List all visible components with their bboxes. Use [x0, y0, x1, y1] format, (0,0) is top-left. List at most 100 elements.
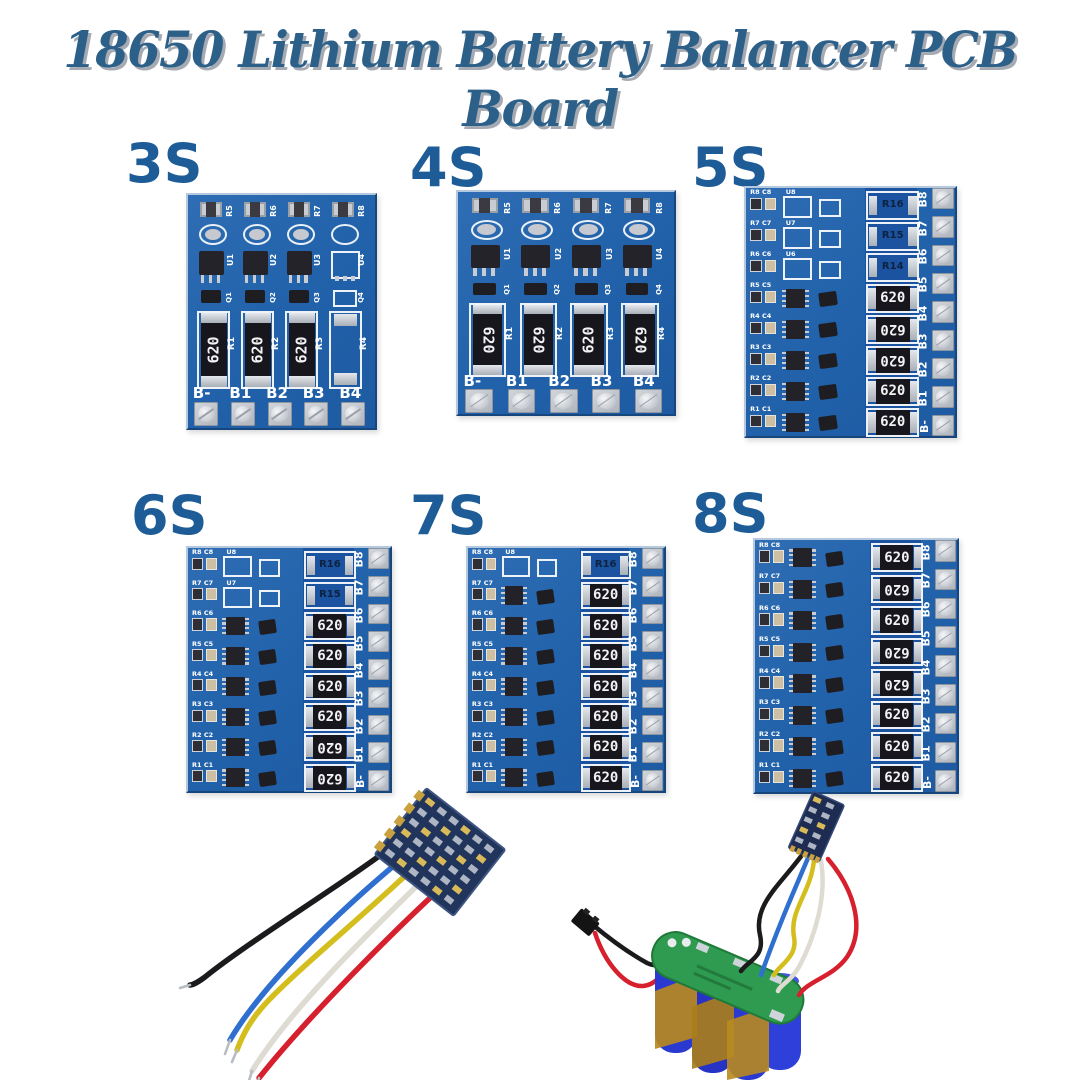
chip-capacitor — [485, 557, 497, 570]
terminal: B1 — [227, 386, 264, 428]
terminal: B3 — [300, 386, 337, 428]
ic-leg — [643, 268, 648, 276]
designator: Q2 — [553, 284, 562, 296]
chip-resistor — [471, 770, 483, 783]
capacitor-footprint — [242, 224, 272, 246]
chip-capacitor — [773, 644, 785, 658]
terminal-label: B1 — [505, 372, 528, 391]
designator: R8 C8 — [471, 548, 493, 557]
terminal-pad — [642, 603, 664, 625]
chip-resistor — [192, 618, 204, 631]
power-resistor-footprint: 620 — [580, 733, 631, 762]
power-resistor: 620 — [313, 705, 347, 729]
power-resistor: 620 — [880, 608, 914, 633]
chip-resistor — [750, 290, 762, 304]
designator: R2 C2 — [750, 374, 772, 383]
chip-resistor — [471, 557, 483, 570]
empty-footprint-label: R15 — [319, 589, 341, 601]
chip-resistor — [759, 739, 771, 752]
terminal-pad — [934, 655, 956, 677]
terminal: B2 — [545, 374, 587, 414]
terminal-pad — [340, 401, 366, 427]
terminal-pad — [932, 329, 954, 351]
chip-capacitor — [764, 290, 777, 304]
power-resistor-footprint: 620 — [570, 302, 608, 377]
terminal-pad — [932, 244, 954, 266]
terminal-pad — [932, 216, 954, 238]
designator: U8 — [785, 188, 796, 197]
terminal-label: B- — [917, 420, 931, 434]
transistor — [824, 707, 844, 725]
designator: R3 C3 — [759, 698, 781, 706]
designator: R5 C5 — [471, 639, 493, 648]
terminal-pad — [304, 401, 329, 427]
chip-capacitor — [485, 709, 497, 722]
balancer-ic — [501, 677, 527, 696]
designator: R7 C7 — [471, 578, 493, 587]
balancer-ic — [789, 768, 816, 788]
transistor — [535, 649, 555, 665]
empty-footprint-label: R16 — [319, 559, 341, 571]
resistor-value: 620 — [248, 336, 267, 364]
power-resistor: 620 — [880, 576, 914, 602]
chip-resistor — [759, 644, 771, 658]
board-label-8s: 8S — [692, 482, 769, 545]
power-resistor: 620 — [589, 674, 622, 699]
designator: R4 — [358, 337, 369, 351]
ic-leg — [592, 268, 597, 276]
power-resistor: 620 — [880, 639, 914, 665]
designator: U7 — [785, 219, 796, 228]
designator: Q1 — [502, 284, 511, 296]
chip-resistor — [471, 618, 483, 631]
designator: R6 — [553, 201, 563, 214]
resistor-value: 620 — [593, 587, 619, 604]
power-resistor-footprint: 620 — [304, 733, 356, 762]
ic-leg — [574, 268, 579, 276]
ic-leg — [523, 268, 528, 276]
power-resistor: 620 — [313, 765, 347, 790]
ic-footprint — [782, 196, 812, 218]
transistor — [473, 282, 496, 296]
power-resistor-footprint: 620 — [580, 672, 631, 701]
balancer-ic — [789, 611, 816, 631]
resistor-value: 620 — [884, 644, 910, 661]
ic-footprint — [502, 556, 530, 578]
chip-capacitor — [764, 414, 777, 428]
balancer-ic — [501, 768, 527, 787]
power-resistor-footprint: R15 — [304, 581, 356, 610]
designator: R1 — [226, 337, 237, 351]
ic-leg — [583, 268, 588, 276]
power-resistor-footprint: 620 — [580, 611, 631, 640]
transistor — [257, 740, 277, 757]
chip-resistor — [750, 228, 762, 242]
terminal-pad — [230, 401, 256, 427]
power-resistor: 620 — [201, 323, 227, 377]
power-resistor: 620 — [589, 765, 622, 790]
resistor-value: 620 — [593, 769, 619, 786]
chip-resistor — [759, 581, 771, 595]
terminal: B4 — [629, 374, 671, 414]
power-resistor-footprint: R16 — [580, 551, 631, 579]
terminal-pad — [549, 389, 578, 413]
wired-balancer-photo — [178, 787, 506, 1080]
battery-pack-photo — [571, 791, 859, 1080]
wire-white — [775, 858, 825, 994]
designator: R3 C3 — [192, 700, 214, 709]
power-resistor-footprint: R16 — [304, 551, 356, 579]
board-label-6s: 6S — [131, 484, 208, 547]
resistor-value: 620 — [884, 738, 910, 755]
terminal-pad — [934, 597, 956, 620]
designator: R1 C1 — [192, 761, 214, 770]
chip-resistor — [750, 383, 762, 397]
ic-leg — [304, 275, 308, 283]
terminal-pad — [934, 683, 956, 706]
terminal-pad — [934, 741, 956, 764]
ic-chip — [242, 250, 268, 276]
chip-resistor — [471, 679, 483, 692]
transistor — [824, 613, 844, 630]
